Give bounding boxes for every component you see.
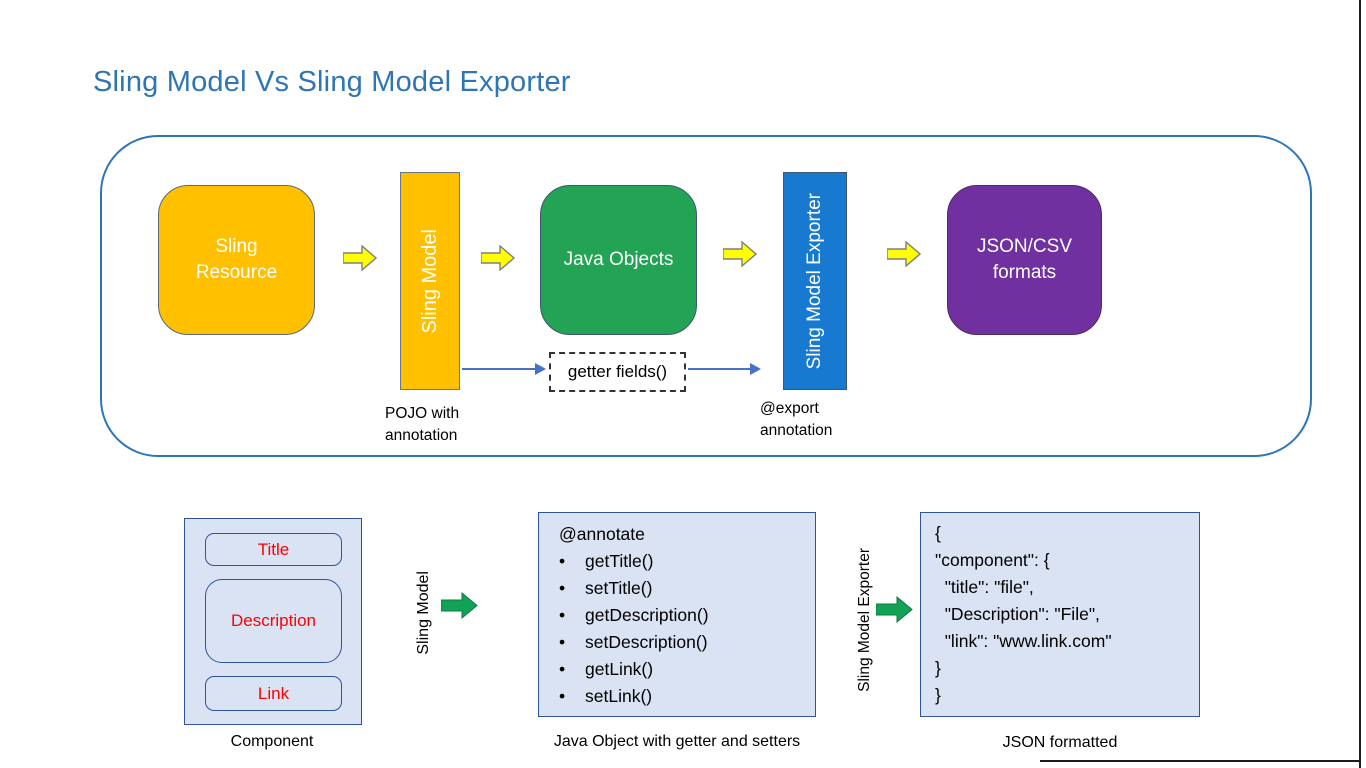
java-object-caption: Java Object with getter and setters (553, 733, 801, 750)
json-line: "Description": "File", (935, 604, 1100, 624)
getter-fields-label: getter fields() (567, 362, 668, 381)
connector-line (462, 368, 535, 370)
json-csv-node: JSON/CSV formats (947, 185, 1102, 335)
sling-resource-node: Sling Resource (158, 185, 315, 335)
json-output-panel: { "component": { "title": "file", "Descr… (920, 512, 1200, 717)
method-item: setTitle() (559, 575, 815, 602)
connector-arrowhead-icon (535, 363, 546, 375)
json-line: { (935, 523, 941, 543)
component-caption: Component (230, 733, 314, 750)
json-line: "link": "www.link.com" (935, 631, 1112, 651)
sling-model-node: Sling Model (400, 172, 460, 390)
green-arrow-icon (441, 592, 478, 619)
method-item: getLink() (559, 656, 815, 683)
json-formatted-caption: JSON formatted (1002, 734, 1118, 751)
sling-resource-label: Sling Resource (195, 236, 278, 283)
java-objects-node: Java Objects (540, 185, 697, 335)
link-field: Link (205, 676, 342, 711)
component-panel: Title Description Link (184, 518, 362, 725)
java-methods-panel: @annotate getTitle() setTitle() getDescr… (538, 512, 816, 717)
json-line: "component": { (935, 550, 1050, 570)
sling-model-exporter-node: Sling Model Exporter (783, 172, 847, 390)
connector-line (688, 368, 750, 370)
sling-model-arrow-label: Sling Model (415, 571, 432, 655)
yellow-arrow-icon (343, 245, 377, 271)
java-objects-label: Java Objects (563, 249, 674, 271)
green-arrow-icon (876, 596, 913, 623)
yellow-arrow-icon (481, 245, 515, 271)
json-csv-label: JSON/CSV formats (976, 236, 1073, 283)
export-annotation-label: @export annotation (760, 400, 833, 439)
json-line: "title": "file", (935, 577, 1034, 597)
sling-model-label: Sling Model (418, 228, 441, 334)
getter-fields-box: getter fields() (549, 352, 686, 392)
method-item: setDescription() (559, 629, 815, 656)
connector-arrowhead-icon (750, 363, 761, 375)
right-edge-line (1359, 0, 1361, 768)
sling-model-exporter-label: Sling Model Exporter (804, 192, 825, 370)
method-item: getDescription() (559, 602, 815, 629)
yellow-arrow-icon (887, 241, 921, 267)
pojo-annotation-label: POJO with annotation (385, 405, 460, 444)
bottom-edge-line (1040, 760, 1361, 762)
method-item: getTitle() (559, 548, 815, 575)
page-title: Sling Model Vs Sling Model Exporter (93, 66, 571, 98)
json-line: } (935, 658, 941, 678)
description-field: Description (205, 579, 342, 663)
json-line: } (935, 685, 941, 705)
annotate-header: @annotate (559, 524, 645, 544)
title-field: Title (205, 533, 342, 566)
method-item: setLink() (559, 683, 815, 710)
yellow-arrow-icon (723, 241, 757, 267)
